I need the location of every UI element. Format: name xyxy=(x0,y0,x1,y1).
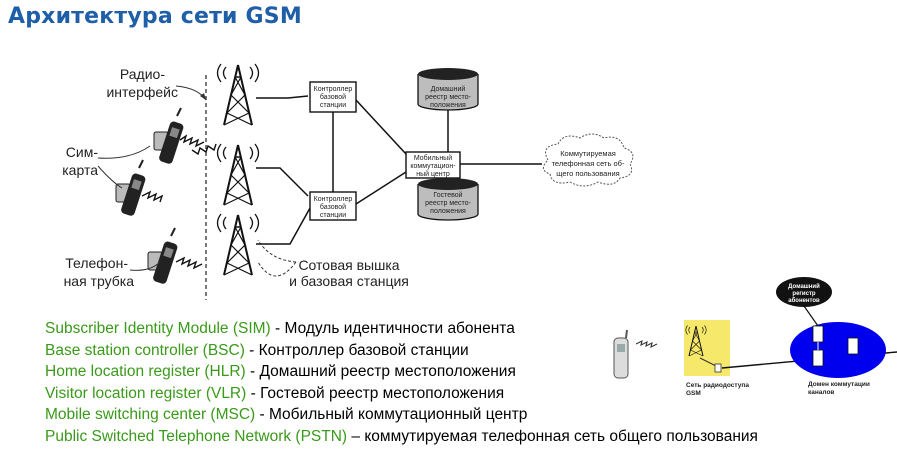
radio-link xyxy=(141,190,164,203)
legend-row: Public Switched Telephone Network (PSTN)… xyxy=(45,427,758,445)
svg-text:Домашний: Домашний xyxy=(431,85,466,93)
svg-text:Коммутируемая: Коммутируемая xyxy=(560,149,616,158)
handset-label: Телефон- xyxy=(65,255,128,271)
tower-label: Сотовая вышка xyxy=(298,257,399,273)
legend-row: Mobile switching center (MSC) - Мобильны… xyxy=(45,406,528,423)
legend-row: Home location register (HLR) - Домашний … xyxy=(45,363,516,380)
svg-text:Контроллер: Контроллер xyxy=(314,86,353,93)
svg-text:реестр место-: реестр место- xyxy=(425,200,471,207)
page-title: Архитектура сети GSM xyxy=(8,4,302,29)
svg-text:щего пользования: щего пользования xyxy=(556,169,619,178)
gsm-access-network-box xyxy=(684,320,730,376)
mobile-phone-icon xyxy=(613,329,629,379)
hlr-database: Домашний реестр место- положения xyxy=(417,68,479,111)
bsc-box-top: Контроллер базовой станции xyxy=(309,81,357,113)
hlr-node xyxy=(776,277,832,307)
svg-text:реестр место-: реестр место- xyxy=(425,94,471,101)
svg-text:абонентов: абонентов xyxy=(788,297,820,304)
cell-tower-icon xyxy=(216,63,260,126)
phone-with-sim-icon xyxy=(115,159,148,218)
svg-text:Контроллер: Контроллер xyxy=(314,196,353,203)
svg-text:положения: положения xyxy=(430,208,466,215)
svg-text:ный центр: ный центр xyxy=(416,170,450,178)
svg-text:Сеть радиодоступа: Сеть радиодоступа xyxy=(686,382,749,389)
svg-text:каналов: каналов xyxy=(808,389,834,396)
svg-text:Мобильный: Мобильный xyxy=(414,154,452,162)
radio-link xyxy=(179,134,217,156)
sim-card-label: Сим- xyxy=(66,144,99,160)
radio-link xyxy=(175,256,203,270)
svg-text:базовой: базовой xyxy=(320,93,346,101)
cell-tower-icon xyxy=(216,143,260,206)
svg-text:станции: станции xyxy=(320,102,346,109)
radio-interface-label: интерфейс xyxy=(106,84,178,100)
svg-text:Гостевой: Гостевой xyxy=(433,191,462,199)
legend-row: Subscriber Identity Module (SIM) - Модул… xyxy=(45,320,515,337)
circuit-switch-domain xyxy=(790,322,886,378)
svg-text:GSM: GSM xyxy=(686,390,701,397)
radio-interface-label: Радио- xyxy=(120,66,165,82)
cell-tower-icon xyxy=(216,213,260,276)
svg-text:коммутацион-: коммутацион- xyxy=(410,163,456,170)
tower-label: и базовая станция xyxy=(289,273,409,289)
msc-box: Мобильный коммутацион- ный центр xyxy=(405,110,461,179)
svg-text:станции: станции xyxy=(320,212,346,219)
bsc-box-bottom: Контроллер базовой станции xyxy=(309,191,357,221)
svg-text:положения: положения xyxy=(430,102,466,109)
svg-text:Домен коммутации: Домен коммутации xyxy=(808,381,870,388)
sim-card-label: карта xyxy=(62,162,98,178)
svg-text:регистр: регистр xyxy=(792,291,815,297)
phone-with-sim-icon xyxy=(147,227,180,286)
vlr-database: Гостевой реестр место- положения xyxy=(417,178,479,221)
svg-text:телефонная сеть об-: телефонная сеть об- xyxy=(552,159,625,168)
pstn-cloud: Коммутируемая телефонная сеть об- щего п… xyxy=(543,133,634,187)
legend-row: Base station controller (BSC) - Контролл… xyxy=(45,341,469,359)
right-network-diagram: Сеть радиодоступа GSM Домен коммутации к… xyxy=(613,277,897,397)
svg-text:Домашний: Домашний xyxy=(788,283,820,290)
phone-with-sim-icon xyxy=(153,107,186,166)
abbreviation-legend: Subscriber Identity Module (SIM) - Модул… xyxy=(45,318,758,447)
handset-label: ная трубка xyxy=(64,273,135,289)
legend-row: Visitor location register (VLR) - Гостев… xyxy=(45,384,505,402)
svg-text:базовой: базовой xyxy=(320,203,346,211)
